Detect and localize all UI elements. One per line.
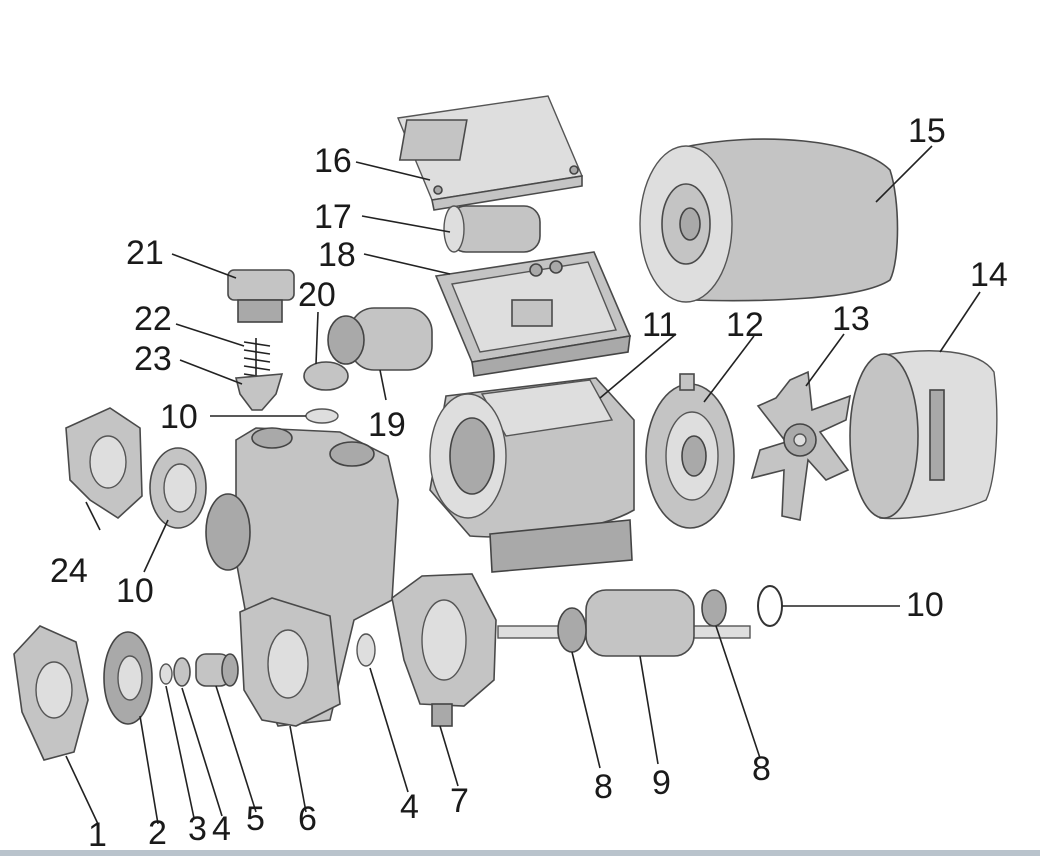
- part-terminal-box: [434, 251, 632, 377]
- part-filter: [149, 447, 207, 529]
- part-plug: [303, 361, 349, 391]
- part-flange: [65, 407, 143, 520]
- part-bearing-front: [557, 607, 587, 653]
- part-oring-upper: [305, 408, 339, 424]
- callout-2: 2: [148, 814, 167, 852]
- part-rear-end-shield: [645, 373, 735, 529]
- callout-8-rear: 8: [752, 750, 771, 788]
- callout-13: 13: [832, 300, 870, 338]
- callout-20: 20: [298, 276, 336, 314]
- callout-14: 14: [970, 256, 1008, 294]
- callout-9: 9: [652, 764, 671, 802]
- callout-10-filter: 10: [116, 572, 154, 610]
- callout-4-gasket: 4: [400, 788, 419, 826]
- callout-18: 18: [318, 236, 356, 274]
- part-washer: [159, 663, 173, 685]
- callout-15: 15: [908, 112, 946, 150]
- part-capacitor: [443, 205, 541, 253]
- part-front-end-shield: [391, 573, 497, 727]
- part-valve-cap: [227, 269, 295, 323]
- part-bearing-rear: [701, 589, 727, 627]
- part-valve: [234, 373, 284, 411]
- callout-7: 7: [450, 782, 469, 820]
- part-front-cover: [13, 625, 89, 761]
- callout-1: 1: [88, 816, 107, 854]
- leader-lines: [65, 145, 981, 825]
- part-fan: [750, 370, 852, 521]
- callout-5: 5: [246, 800, 265, 838]
- callout-6: 6: [298, 800, 317, 838]
- part-terminal-cover: [397, 95, 583, 211]
- part-mechanical-seal: [195, 653, 239, 687]
- callout-labels: 16 17 18 21 20 22 23 10 19 11 12 13 14 1…: [50, 112, 1008, 854]
- callout-12: 12: [726, 306, 764, 344]
- callout-21: 21: [126, 234, 164, 272]
- part-seal-ring: [173, 657, 191, 687]
- callout-10-rear: 10: [906, 586, 944, 624]
- callout-4-seal: 4: [212, 810, 231, 848]
- callout-23: 23: [134, 340, 172, 378]
- callout-22: 22: [134, 300, 172, 338]
- part-switch: [327, 307, 433, 371]
- part-oring-rear: [757, 585, 783, 627]
- callout-10-upper: 10: [160, 398, 198, 436]
- part-motor-body: [429, 377, 635, 573]
- part-fan-cover: [849, 350, 998, 520]
- bottom-strip: [0, 850, 1040, 856]
- part-spring: [243, 338, 271, 382]
- part-impeller: [103, 631, 153, 725]
- part-motor-cover: [639, 138, 899, 303]
- callout-24: 24: [50, 552, 88, 590]
- callout-17: 17: [314, 198, 352, 236]
- part-pump-cover: [239, 597, 341, 727]
- part-gasket: [356, 633, 376, 667]
- callout-8-front: 8: [594, 768, 613, 806]
- callout-19: 19: [368, 406, 406, 444]
- callout-11: 11: [642, 306, 677, 344]
- callout-3: 3: [188, 810, 207, 848]
- callout-16: 16: [314, 142, 352, 180]
